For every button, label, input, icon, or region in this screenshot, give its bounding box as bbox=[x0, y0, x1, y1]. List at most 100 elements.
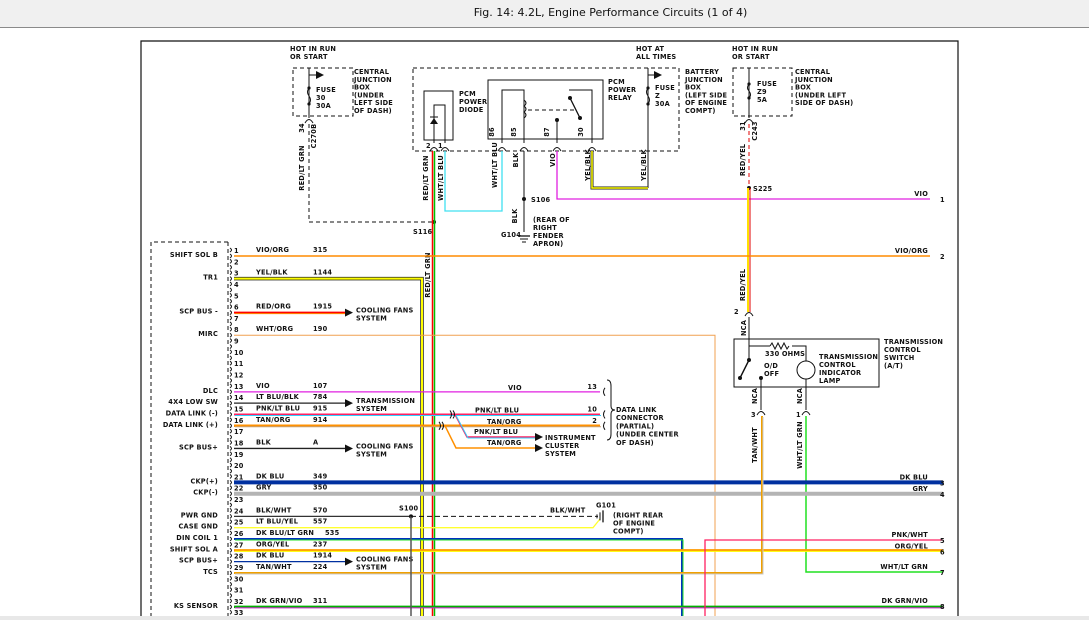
ground-description: RIGHT bbox=[533, 224, 557, 232]
box-description: OF ENGINE bbox=[685, 99, 727, 107]
wire-label: WHT/LT GRN bbox=[796, 421, 804, 469]
circuit-number: 914 bbox=[313, 416, 328, 424]
switch-description: TRANSMISSION bbox=[884, 338, 943, 346]
connector-icon bbox=[801, 411, 811, 416]
connector-icon bbox=[519, 147, 529, 152]
output-wire-label: ORG/YEL bbox=[895, 542, 929, 550]
destination-label: COOLING FANS bbox=[356, 442, 413, 450]
pin-terminal-icon bbox=[229, 496, 232, 508]
wire-color-label: BLK bbox=[256, 438, 272, 446]
pin-function-label: TR1 bbox=[203, 274, 218, 282]
circuit-number: 349 bbox=[313, 472, 328, 480]
connector-id: NCA bbox=[751, 387, 759, 404]
output-wire-label: VIO bbox=[914, 190, 928, 198]
connector-id: C270B bbox=[310, 124, 318, 149]
pin-number: 32 bbox=[234, 598, 244, 606]
ground-description: APRON) bbox=[533, 240, 563, 248]
pin-function-label: SHIFT SOL A bbox=[170, 545, 219, 553]
pin-terminal-icon bbox=[229, 575, 232, 587]
wire-label: TAN/ORG bbox=[487, 418, 522, 426]
output-wire-label: WHT/LT GRN bbox=[880, 563, 928, 571]
connector-icon bbox=[304, 119, 314, 124]
pin-number: 2 bbox=[734, 308, 739, 316]
pin-26-wire-stripe bbox=[235, 539, 684, 620]
box-description: OF DASH) bbox=[354, 107, 392, 115]
switch-label: O/D bbox=[764, 362, 778, 370]
splice-dot bbox=[738, 376, 742, 380]
destination-label: SYSTEM bbox=[356, 564, 387, 572]
pin-terminal-icon bbox=[229, 372, 232, 383]
splice-label: S100 bbox=[399, 504, 419, 512]
dlc-description: (PARTIAL) bbox=[616, 422, 654, 430]
lamp-label: INDICATOR bbox=[819, 369, 861, 377]
pin-26-wire bbox=[234, 538, 683, 620]
output-wire-label: VIO/ORG bbox=[895, 247, 928, 255]
wire-label: BLK bbox=[512, 152, 520, 168]
switch-icon bbox=[739, 359, 750, 379]
connector-icon bbox=[440, 147, 450, 152]
central-junction-box-right bbox=[732, 67, 793, 117]
wire-color-label: DK GRN/VIO bbox=[256, 597, 303, 605]
circuit-number: A bbox=[313, 438, 319, 446]
wire-label: BLK/WHT bbox=[550, 506, 586, 514]
connector-icon bbox=[603, 410, 606, 419]
relay-pin: 30 bbox=[577, 127, 585, 137]
horizontal-scrollbar[interactable] bbox=[0, 616, 1089, 620]
pin-function-label: CASE GND bbox=[179, 523, 219, 531]
power-source-label: HOT IN RUN bbox=[290, 45, 336, 53]
circuit-number: 1144 bbox=[313, 269, 332, 277]
circuit-number: 1914 bbox=[313, 552, 332, 560]
pin-terminal-icon bbox=[229, 406, 232, 417]
connector-pin: 34 bbox=[298, 123, 306, 133]
box-description: (UNDER bbox=[354, 91, 384, 99]
pin-terminal-icon bbox=[229, 270, 232, 282]
ground-label: G104 bbox=[501, 231, 521, 239]
fuse-label: Z bbox=[655, 92, 660, 100]
wire-label: WHT/LT BLU bbox=[437, 155, 445, 201]
relay-switch-icon bbox=[569, 97, 581, 119]
fuse-label: 30A bbox=[655, 100, 671, 108]
diode-icon bbox=[430, 118, 438, 124]
pnk-lt-blu-branch-stripe bbox=[455, 415, 535, 439]
wire-label: BLK bbox=[511, 208, 519, 224]
pin-number: 2 bbox=[234, 258, 239, 266]
power-source-label: HOT IN RUN bbox=[732, 45, 778, 53]
circuit-number: 784 bbox=[313, 393, 328, 401]
output-pin-number: 6 bbox=[940, 548, 945, 556]
pin-number: 25 bbox=[234, 519, 244, 527]
pin-function-label: 4X4 LOW SW bbox=[168, 398, 218, 406]
output-wire-label: GRY bbox=[912, 485, 928, 493]
pin-terminal-icon bbox=[229, 485, 232, 497]
dlc-pin: 10 bbox=[587, 405, 597, 413]
pin-terminal-icon bbox=[229, 338, 232, 349]
connector-icon bbox=[603, 387, 606, 397]
connector-icon bbox=[744, 312, 754, 317]
output-pin-number: 5 bbox=[940, 537, 945, 545]
circuit-number: 1915 bbox=[313, 303, 332, 311]
switch-description: SWITCH bbox=[884, 354, 915, 362]
splice-s106 bbox=[522, 197, 526, 201]
output-pin-number: 4 bbox=[940, 491, 945, 499]
fuse-label: Z9 bbox=[757, 88, 767, 96]
circuit-number: 107 bbox=[313, 382, 328, 390]
splice-label: S116 bbox=[413, 228, 433, 236]
pin-number: 17 bbox=[234, 428, 244, 436]
pin-number: 24 bbox=[234, 507, 244, 515]
wire-color-label: GRY bbox=[256, 484, 272, 492]
circuit-number: 311 bbox=[313, 597, 328, 605]
arrow-icon bbox=[316, 71, 324, 79]
box-description: BOX bbox=[795, 84, 811, 92]
pin-number: 11 bbox=[234, 360, 244, 368]
pin-number: 3 bbox=[234, 270, 239, 278]
wire bbox=[792, 345, 807, 361]
wire-color-label: LT BLU/BLK bbox=[256, 393, 300, 401]
cluster-description: CLUSTER bbox=[545, 442, 579, 450]
connector-icon bbox=[603, 421, 606, 431]
box-description: CENTRAL bbox=[795, 68, 831, 76]
connector-icon bbox=[497, 147, 507, 152]
circuit-number: 350 bbox=[313, 484, 328, 492]
vio-wire bbox=[556, 151, 930, 200]
pin-terminal-icon bbox=[229, 428, 232, 440]
wire-label: VIO bbox=[549, 153, 557, 167]
destination-label: COOLING FANS bbox=[356, 556, 413, 564]
